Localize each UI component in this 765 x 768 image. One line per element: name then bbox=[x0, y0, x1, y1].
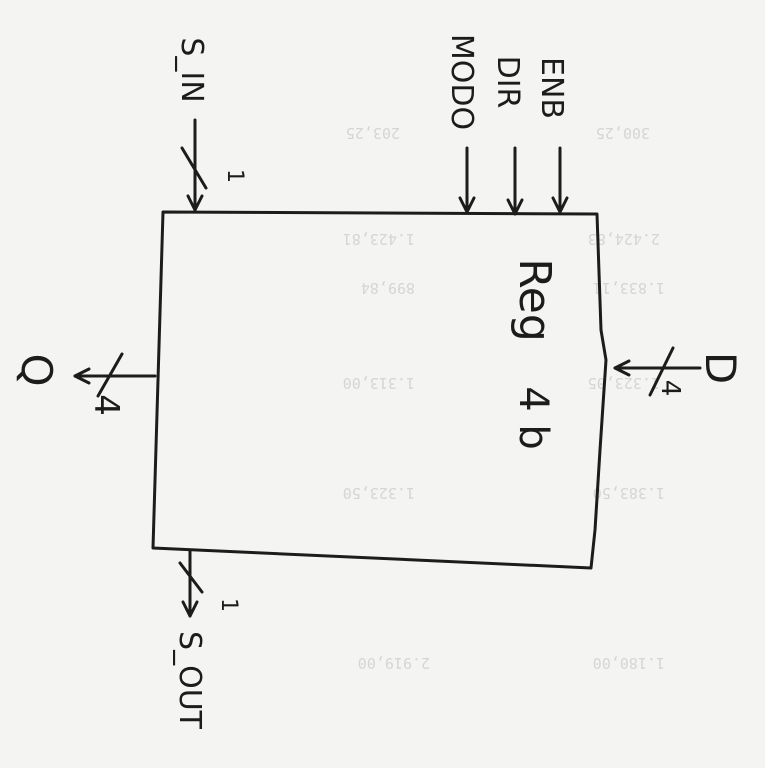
ghost-value: 2.424,83 bbox=[588, 230, 660, 248]
d-input: D 4 bbox=[613, 346, 745, 397]
bleed-through-text: 203,25 300,25 1.423,81 2.424,83 899,84 1… bbox=[343, 124, 665, 672]
modo-input: MODO bbox=[444, 34, 479, 214]
register-block bbox=[151, 210, 608, 570]
modo-label: MODO bbox=[444, 34, 479, 130]
ghost-value: 2.919,00 bbox=[358, 654, 430, 672]
ghost-value: 1.383,50 bbox=[593, 484, 665, 502]
ghost-value: 1.423,81 bbox=[343, 230, 415, 248]
s-in-port: S_IN 1 bbox=[174, 37, 247, 212]
ghost-value: 1.833,11 bbox=[593, 279, 665, 297]
ghost-value: 1.313,00 bbox=[343, 374, 415, 392]
ghost-value: 1.180,00 bbox=[593, 654, 665, 672]
enb-label: ENB bbox=[534, 57, 569, 119]
q-width: 4 bbox=[86, 394, 126, 416]
s-out-label: S_OUT bbox=[172, 631, 207, 730]
dir-label: DIR bbox=[490, 56, 525, 109]
ghost-value: 203,25 bbox=[346, 124, 400, 142]
s-in-label: S_IN bbox=[174, 37, 209, 102]
block-width-label: 4 b bbox=[510, 386, 556, 450]
s-out-width: 1 bbox=[216, 598, 241, 612]
d-width: 4 bbox=[655, 380, 685, 397]
ghost-value: 899,84 bbox=[361, 279, 415, 297]
s-out-port: 1 S_OUT bbox=[172, 548, 241, 730]
ghost-value: 300,25 bbox=[596, 124, 650, 142]
block-title: Reg bbox=[509, 258, 560, 342]
ghost-value: 1.323,05 bbox=[588, 374, 660, 392]
d-label: D bbox=[696, 352, 745, 384]
s-in-width: 1 bbox=[222, 169, 247, 183]
enb-input: ENB bbox=[534, 57, 569, 214]
ghost-value: 1.323,50 bbox=[343, 484, 415, 502]
dir-input: DIR bbox=[490, 56, 525, 216]
q-output: Q 4 bbox=[12, 352, 157, 416]
q-label: Q bbox=[12, 353, 61, 386]
